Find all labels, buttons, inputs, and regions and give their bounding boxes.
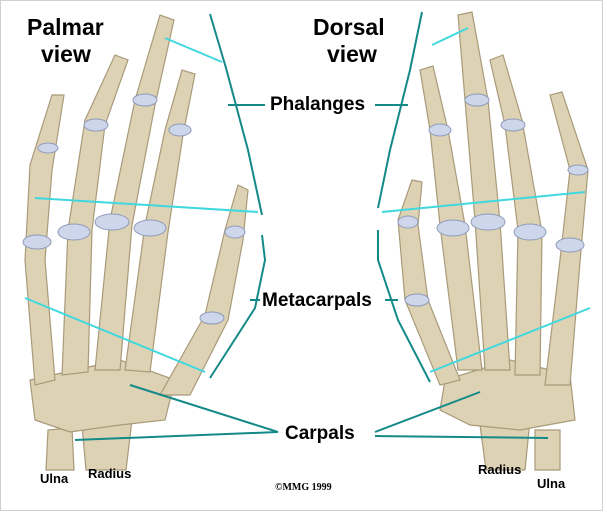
ulna-label-palmar: Ulna — [40, 471, 68, 486]
palmar-thumb — [160, 185, 248, 395]
dorsal-view-title: Dorsal view — [313, 14, 385, 68]
phalanges-right-bracket — [378, 12, 422, 208]
copyright-notice: ©MMG 1999 — [275, 482, 332, 493]
phalanges-left-bracket — [210, 14, 262, 215]
metacarpal-pointer-left — [35, 198, 258, 212]
phalanx-pointer-left — [165, 38, 222, 62]
radius-label-palmar: Radius — [88, 466, 131, 481]
palmar-title-line1: Palmar — [27, 14, 104, 41]
radius-label-dorsal: Radius — [478, 462, 521, 477]
metacarpals-label: Metacarpals — [260, 290, 374, 312]
palmar-view-title: Palmar view — [27, 14, 104, 68]
palmar-hand — [25, 15, 248, 470]
palmar-title-line2: view — [27, 41, 104, 68]
ulna-label-dorsal: Ulna — [537, 476, 565, 491]
dorsal-ulna — [535, 430, 560, 470]
dorsal-title-line2: view — [313, 41, 385, 68]
phalanges-label: Phalanges — [268, 94, 367, 116]
palmar-ulna — [46, 428, 74, 470]
carpals-label: Carpals — [283, 423, 357, 445]
dorsal-title-line1: Dorsal — [313, 14, 385, 41]
